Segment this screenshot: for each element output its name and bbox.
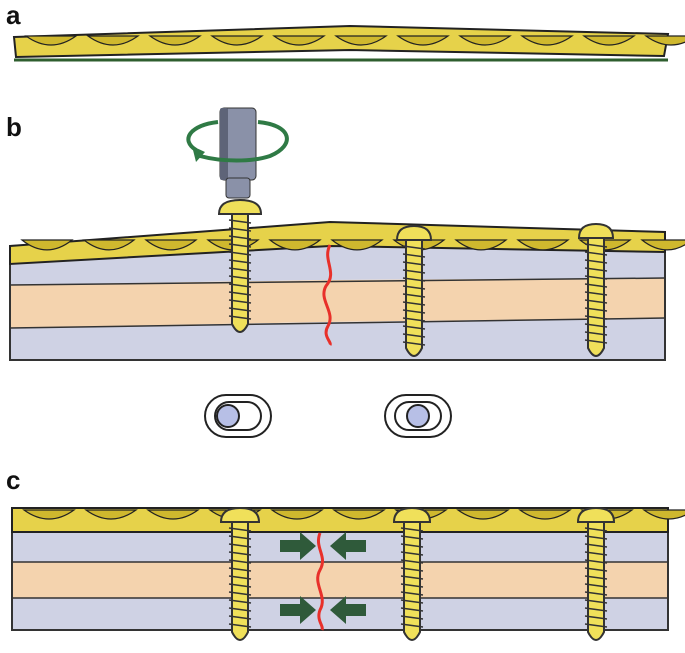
plate-hole bbox=[82, 239, 136, 251]
plate-hole bbox=[640, 239, 685, 251]
plate-hole bbox=[396, 35, 450, 46]
plate-hole bbox=[520, 35, 574, 46]
panel-c bbox=[11, 506, 685, 641]
fracture-line-compressed bbox=[316, 532, 325, 631]
screw-b2 bbox=[395, 224, 433, 357]
screw-c1 bbox=[219, 506, 261, 641]
screw-b3 bbox=[577, 222, 615, 357]
screw-c2 bbox=[392, 506, 432, 641]
plate-holes-a bbox=[24, 35, 685, 46]
screw-b1 bbox=[217, 198, 263, 333]
bone-cancellous-b bbox=[10, 278, 665, 328]
plate-hole bbox=[518, 509, 572, 520]
plate-hole bbox=[144, 239, 198, 251]
screw-c3 bbox=[576, 506, 616, 641]
plate-hole bbox=[146, 509, 200, 520]
plate-hole bbox=[334, 35, 388, 46]
panel-a bbox=[12, 24, 685, 62]
plate-hole bbox=[22, 509, 76, 520]
screwdriver-tip bbox=[225, 177, 251, 199]
screw-hole-top-view-1 bbox=[204, 394, 272, 438]
compression-arrow-icon bbox=[280, 532, 366, 560]
plate-hole bbox=[20, 239, 74, 251]
plate-hole bbox=[270, 509, 324, 520]
plate-hole bbox=[458, 35, 512, 46]
compression-arrow-icon bbox=[280, 596, 366, 624]
plate-hole bbox=[24, 35, 78, 46]
bone-cortex-bottom-b bbox=[10, 318, 665, 360]
plate-hole bbox=[86, 35, 140, 46]
plate-hole bbox=[642, 509, 685, 520]
plate-hole bbox=[644, 35, 685, 46]
bone-plate-a bbox=[12, 24, 670, 59]
screwdriver-shaft-shade bbox=[220, 108, 228, 180]
plate-hole bbox=[454, 239, 508, 251]
panel-label-b: b bbox=[6, 112, 22, 142]
fracture-line bbox=[322, 244, 333, 346]
rotation-arrow-icon bbox=[186, 120, 289, 163]
plate-hole bbox=[516, 239, 570, 251]
bone-interface-line bbox=[9, 277, 666, 286]
plate-hole bbox=[456, 509, 510, 520]
bone-cancellous-c bbox=[12, 562, 668, 598]
plate-hole bbox=[210, 35, 264, 46]
plate-hole bbox=[332, 509, 386, 520]
plate-hole bbox=[330, 239, 384, 251]
screwdriver bbox=[219, 107, 257, 199]
plate-hole bbox=[582, 35, 636, 46]
plate-hole bbox=[84, 509, 138, 520]
plate-hole bbox=[148, 35, 202, 46]
screw-hole-top-view-2 bbox=[384, 394, 452, 438]
plate-hole bbox=[268, 239, 322, 251]
panel-b bbox=[9, 107, 685, 438]
panel-label-c: c bbox=[6, 465, 20, 495]
plate-hole bbox=[272, 35, 326, 46]
bone-interface-line bbox=[9, 317, 666, 329]
panel-label-a: a bbox=[6, 0, 21, 30]
